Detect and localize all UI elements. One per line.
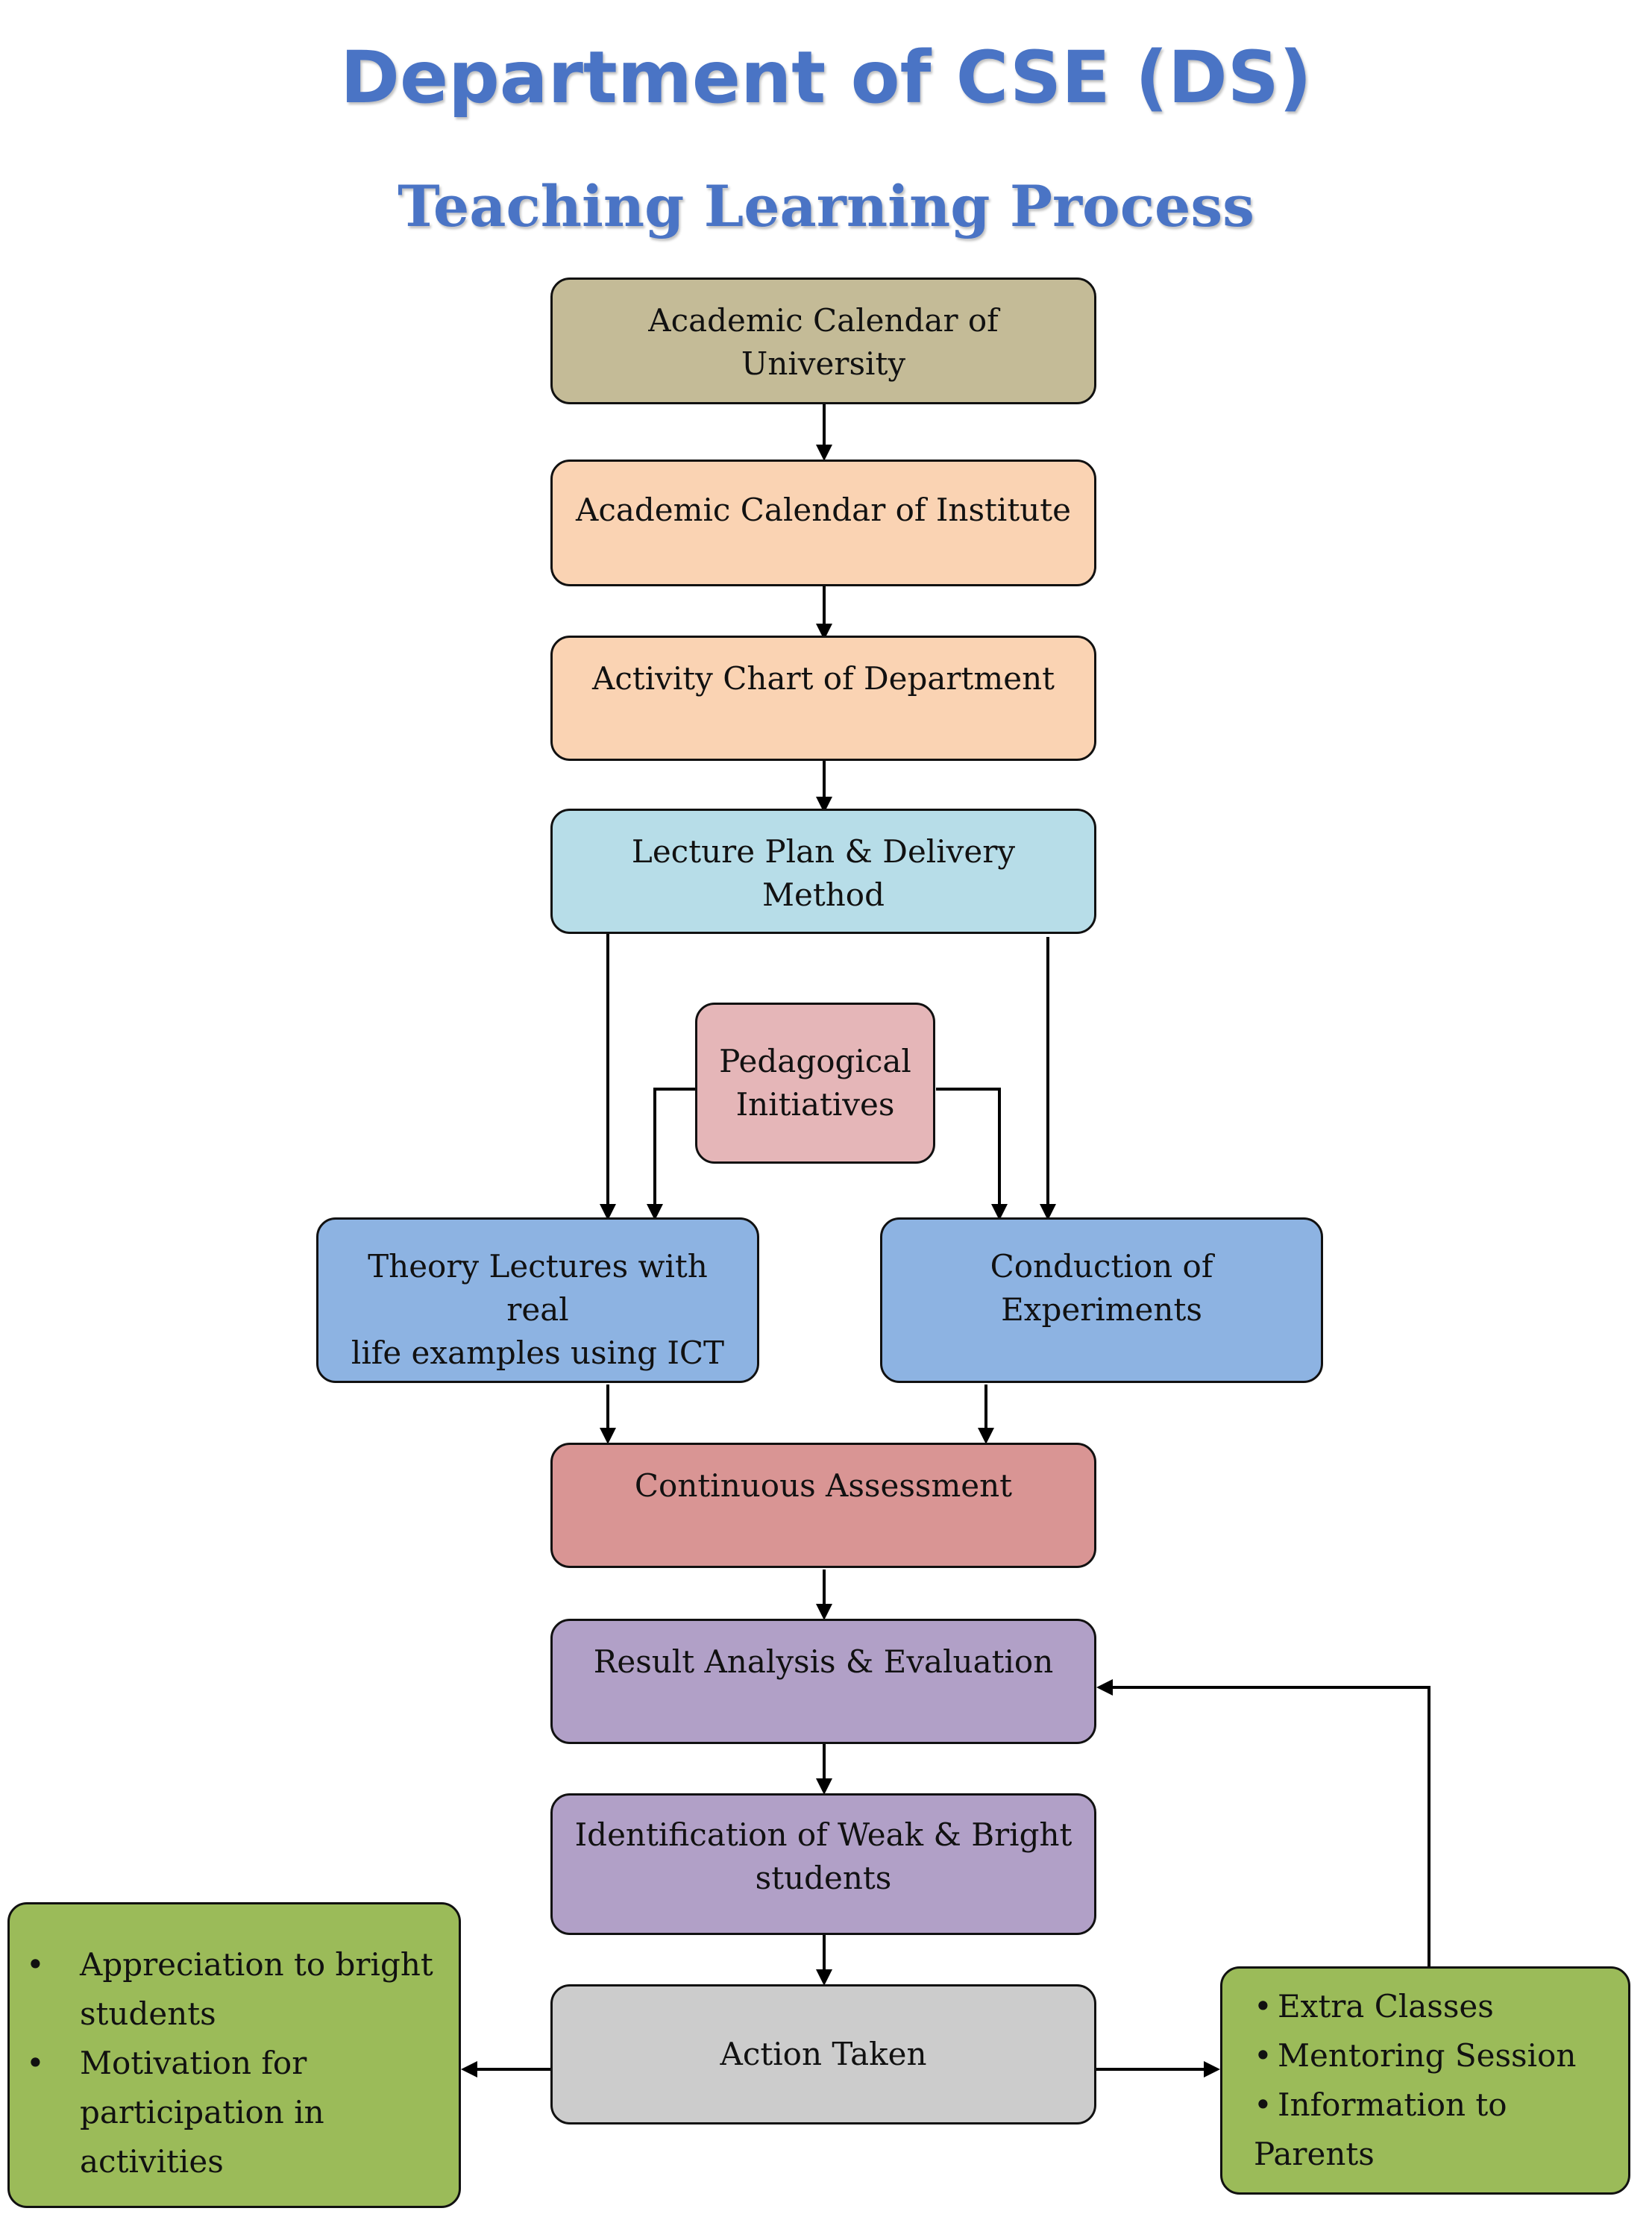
bright-action-2: Motivation for participation in activiti…	[80, 2045, 324, 2180]
page-title: Department of CSE (DS)	[340, 36, 1312, 119]
arrowhead-assessment-2	[978, 1428, 994, 1444]
node-action-taken: Action Taken	[550, 1984, 1096, 2125]
arrowhead-experiments-1	[991, 1204, 1008, 1220]
node-assessment-label: Continuous Assessment	[634, 1467, 1013, 1504]
bright-actions-list: Appreciation to bright students Motivati…	[17, 1940, 436, 2186]
list-item: Motivation for participation in activiti…	[17, 2039, 436, 2186]
list-item: Extra Classes	[1254, 1982, 1613, 2031]
node-experiments-line-1: Conduction of	[990, 1248, 1213, 1285]
arrow-pedagogical-to-experiments	[936, 1088, 1001, 1216]
arrowhead-bright	[461, 2061, 477, 2078]
arrowhead-assessment-1	[600, 1428, 616, 1444]
node-pedagogical-line-1: Pedagogical	[719, 1043, 911, 1079]
node-conduction-experiments: Conduction of Experiments	[880, 1217, 1323, 1383]
weak-action-1: Extra Classes	[1278, 1988, 1494, 2025]
list-item: Appreciation to bright students	[17, 1940, 436, 2039]
arrowhead-theory-2	[647, 1204, 663, 1220]
bright-action-1: Appreciation to bright students	[80, 1946, 433, 2032]
arrowhead-weak	[1204, 2061, 1220, 2078]
arrowhead-identification	[816, 1778, 832, 1795]
arrow-pedagogical-to-theory	[653, 1088, 697, 1216]
page-subtitle: Teaching Learning Process	[398, 173, 1254, 239]
node-university-label: Academic Calendar of University	[648, 302, 999, 382]
arrowhead-lecture	[816, 797, 832, 813]
node-result-label: Result Analysis & Evaluation	[593, 1643, 1054, 1680]
node-lecture-plan-label: Lecture Plan & Delivery Method	[631, 833, 1016, 913]
list-item: Information to Parents	[1254, 2080, 1613, 2179]
node-institute-calendar: Academic Calendar of Institute	[550, 460, 1096, 586]
node-activity-label: Activity Chart of Department	[591, 660, 1055, 697]
node-experiments-line-2: Experiments	[1001, 1291, 1202, 1328]
node-theory-lectures: Theory Lectures with real life examples …	[316, 1217, 759, 1383]
node-identification: Identification of Weak & Bright students	[550, 1793, 1096, 1935]
node-action-label: Action Taken	[720, 2036, 927, 2072]
weak-actions-list: Extra Classes Mentoring Session Informat…	[1254, 1982, 1613, 2179]
arrowhead-result-feedback	[1096, 1679, 1113, 1696]
arrowhead-result	[816, 1604, 832, 1620]
node-theory-line-2: life examples using ICT	[351, 1335, 725, 1371]
arrowhead-theory-1	[600, 1204, 616, 1220]
node-pedagogical-initiatives: Pedagogical Initiatives	[695, 1003, 935, 1164]
node-identification-line-2: students	[755, 1860, 892, 1896]
node-lecture-plan: Lecture Plan & Delivery Method	[550, 809, 1096, 934]
node-result-analysis: Result Analysis & Evaluation	[550, 1619, 1096, 1744]
node-university-calendar: Academic Calendar of University	[550, 277, 1096, 404]
node-theory-line-1: Theory Lectures with real	[368, 1248, 708, 1328]
arrowhead-activity	[816, 624, 832, 640]
arrow-heads	[461, 445, 1220, 2078]
node-institute-label: Academic Calendar of Institute	[576, 492, 1071, 528]
node-weak-student-actions: Extra Classes Mentoring Session Informat…	[1220, 1966, 1630, 2195]
arrowhead-action	[816, 1969, 832, 1986]
weak-action-2: Mentoring Session	[1278, 2037, 1577, 2074]
arrowhead-institute	[816, 445, 832, 461]
node-identification-line-1: Identification of Weak & Bright	[574, 1816, 1072, 1853]
node-continuous-assessment: Continuous Assessment	[550, 1443, 1096, 1568]
node-pedagogical-line-2: Initiatives	[735, 1086, 895, 1123]
arrowhead-experiments-2	[1040, 1204, 1056, 1220]
arrow-weak-to-result	[1110, 1686, 1430, 1966]
node-activity-chart: Activity Chart of Department	[550, 636, 1096, 761]
weak-action-3: Information to Parents	[1254, 2086, 1507, 2172]
list-item: Mentoring Session	[1254, 2031, 1613, 2080]
node-bright-student-actions: Appreciation to bright students Motivati…	[7, 1902, 461, 2208]
